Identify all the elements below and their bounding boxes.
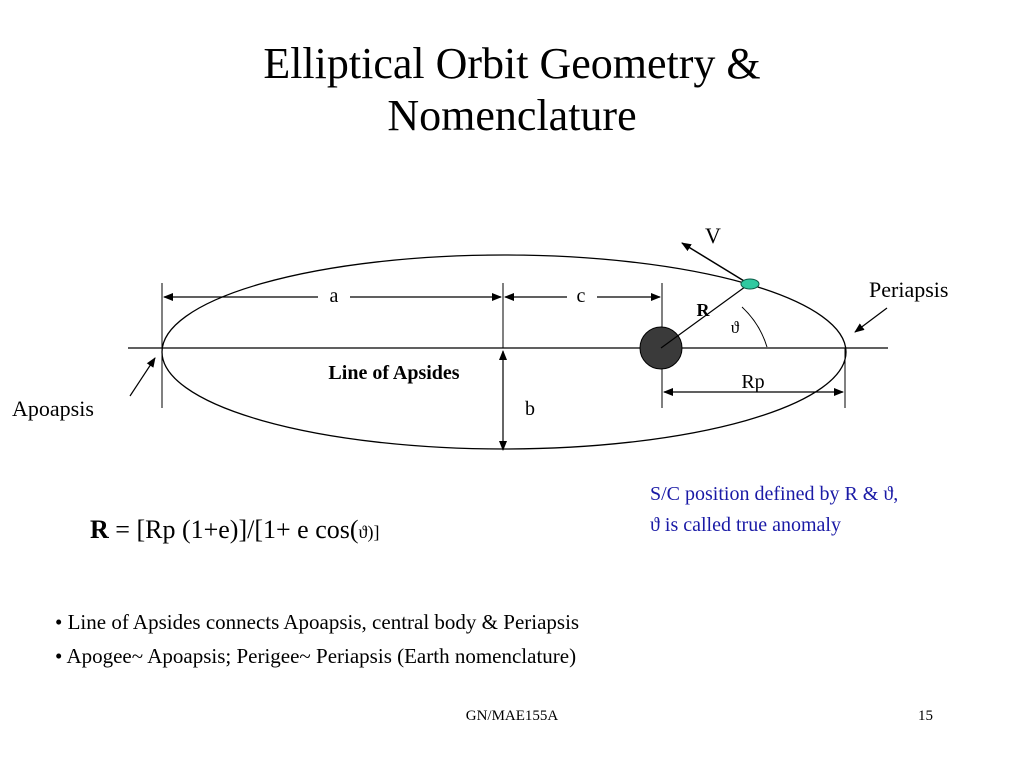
velocity-vector [681,242,750,285]
apoapsis-pointer [129,357,156,397]
orbit-equation: R = [Rp (1+e)]/[1+ e cos(ϑ)] [90,515,379,545]
b-label: b [525,398,535,420]
bullet-list: • Line of Apsides connects Apoapsis, cen… [55,605,579,673]
slide-title-line2: Nomenclature [387,91,637,140]
note-line2: ϑ is called true anomaly [650,514,841,536]
periapsis-pointer [854,307,888,333]
formula-lhs: R [90,515,109,544]
v-label: V [705,223,721,248]
slide-title: Elliptical Orbit Geometry & Nomenclature [0,38,1024,142]
periapsis-label: Periapsis [869,277,948,302]
formula-close: )] [367,522,380,542]
footer-course: GN/MAE155A [465,708,559,724]
a-label: a [330,285,339,307]
r-label: R [697,300,711,320]
true-anomaly-note: S/C position defined by R & ϑ, ϑ is call… [650,479,898,541]
theta-label: ϑ [731,318,740,337]
formula-rhs: = [Rp (1+e)]/[1+ e cos( [108,515,359,544]
page-number: 15 [918,708,933,724]
radius-vector [660,283,750,349]
rp-label: Rp [741,371,764,393]
note-line1: S/C position defined by R & ϑ, [650,483,899,505]
formula-theta: ϑ [358,522,368,542]
c-label: c [577,285,586,307]
line-of-apsides-label: Line of Apsides [328,362,459,384]
apoapsis-label: Apoapsis [12,396,94,421]
bullet-item-2: • Apogee~ Apoapsis; Perigee~ Periapsis (… [55,644,577,668]
true-anomaly-arc [741,306,768,348]
bullet-item-1: • Line of Apsides connects Apoapsis, cen… [55,610,580,634]
spacecraft-marker [740,278,760,290]
slide-title-line1: Elliptical Orbit Geometry & [263,39,761,88]
